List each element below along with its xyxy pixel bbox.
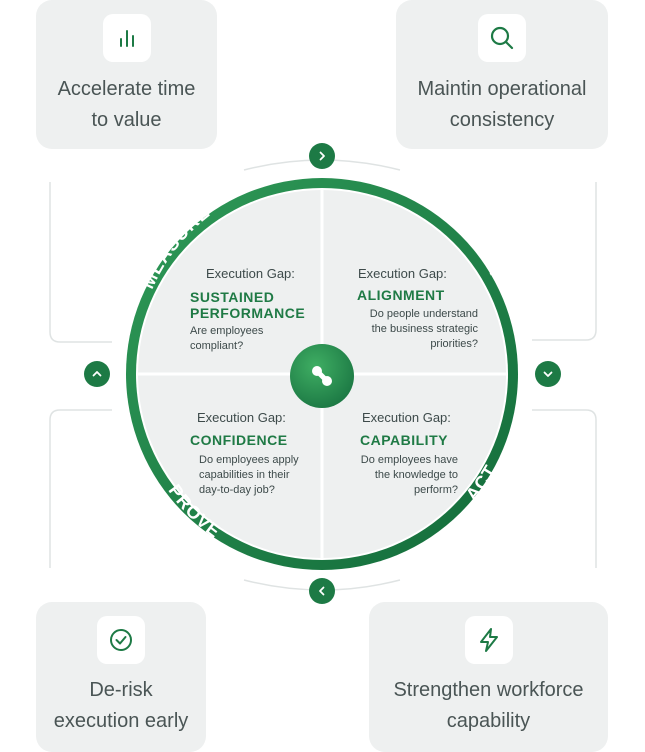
card-text-line2: capability xyxy=(446,710,531,732)
execution-gap-label: Execution Gap: xyxy=(206,266,295,281)
card-text-line1: Strengthen workforce xyxy=(393,679,584,701)
quadrant-alignment: Execution Gap: ALIGNMENT Do people under… xyxy=(352,266,478,352)
question-line3: day-to-day job? xyxy=(199,484,275,496)
card-de-risk: De-risk execution early xyxy=(36,602,206,752)
quadrant-question: Do employees apply capabilities in their… xyxy=(199,453,312,498)
quadrant-heading: CAPABILITY xyxy=(360,432,448,448)
card-text-line2: execution early xyxy=(53,710,189,732)
question-line1: Do people understand xyxy=(369,308,478,320)
question-line2: the business strategic xyxy=(371,323,478,335)
chevron-up-button[interactable] xyxy=(84,361,110,387)
question-line1: Do employees have xyxy=(360,454,458,466)
check-circle-icon xyxy=(97,616,145,664)
execution-gap-label: Execution Gap: xyxy=(358,266,447,281)
card-text-line1: Maintin operational xyxy=(417,78,587,100)
execution-gap-label: Execution Gap: xyxy=(197,410,286,425)
quadrant-confidence: Execution Gap: CONFIDENCE Do employees a… xyxy=(190,410,312,498)
chevron-right-button[interactable] xyxy=(309,143,335,169)
question-line3: priorities? xyxy=(430,338,478,350)
quadrant-question: Are employees compliant? xyxy=(190,324,320,354)
bar-chart-icon xyxy=(102,14,151,62)
question-line2: compliant? xyxy=(190,340,244,352)
question-line2: capabilities in their xyxy=(199,469,290,481)
quadrant-heading: ALIGNMENT xyxy=(357,287,445,303)
chevron-down-icon xyxy=(543,371,553,377)
quadrant-question: Do employees have the knowledge to perfo… xyxy=(348,453,458,498)
heading-line1: SUSTAINED xyxy=(190,289,275,305)
quadrant-sustained-performance: Execution Gap: SUSTAINED PERFORMANCE Are… xyxy=(190,266,320,354)
execution-gap-label: Execution Gap: xyxy=(362,410,451,425)
quadrant-heading: CONFIDENCE xyxy=(190,432,288,448)
question-line1: Do employees apply xyxy=(199,454,299,466)
question-line2: the knowledge to xyxy=(374,469,458,481)
quadrant-heading: SUSTAINED PERFORMANCE xyxy=(190,289,320,321)
card-operational-consistency: Maintin operational consistency xyxy=(396,0,608,149)
card-accelerate-time: Accelerate time to value xyxy=(36,0,217,149)
card-text-line2: to value xyxy=(91,109,162,131)
center-link-button[interactable] xyxy=(290,344,354,408)
chevron-left-button[interactable] xyxy=(309,578,335,604)
card-strengthen-workforce: Strengthen workforce capability xyxy=(369,602,608,752)
link-icon xyxy=(312,366,332,386)
quadrant-question: Do people understand the business strate… xyxy=(352,307,478,352)
heading-line2: PERFORMANCE xyxy=(190,305,306,321)
chevron-right-icon xyxy=(319,151,325,161)
card-text-line1: De-risk xyxy=(89,679,153,701)
card-text-line1: Accelerate time xyxy=(57,78,196,100)
chevron-down-button[interactable] xyxy=(535,361,561,387)
chevron-left-icon xyxy=(319,586,325,596)
lightning-icon xyxy=(464,616,513,664)
quadrant-capability: Execution Gap: CAPABILITY Do employees h… xyxy=(348,410,458,498)
chevron-up-icon xyxy=(92,371,102,377)
question-line3: perform? xyxy=(413,484,458,496)
card-text-line2: consistency xyxy=(449,109,555,131)
question-line1: Are employees xyxy=(190,325,264,337)
search-icon xyxy=(478,14,526,62)
